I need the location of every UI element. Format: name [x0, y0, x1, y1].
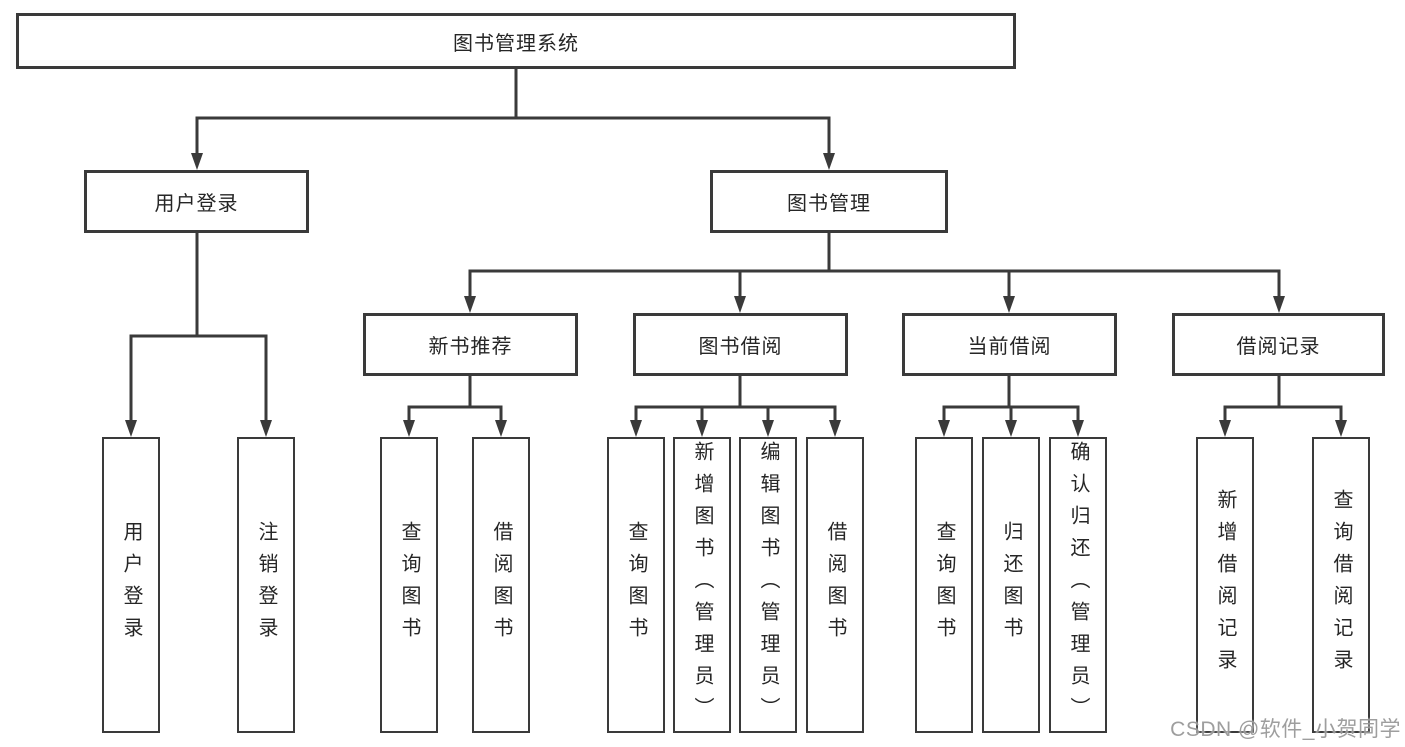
leaf-label: 查询借阅记录 — [1330, 489, 1352, 681]
leaf-query-books-recommend: 查询图书 — [380, 437, 438, 733]
node-borrow-records: 借阅记录 — [1172, 313, 1385, 376]
leaf-borrow-books: 借阅图书 — [806, 437, 864, 733]
leaf-add-borrow-record: 新增借阅记录 — [1196, 437, 1254, 733]
leaf-borrow-books-recommend: 借阅图书 — [472, 437, 530, 733]
node-root-system: 图书管理系统 — [16, 13, 1016, 69]
leaf-label: 查询图书 — [398, 521, 420, 649]
leaf-label: 借阅图书 — [824, 521, 846, 649]
csdn-watermark: CSDN @软件_小贺同学 — [1170, 718, 1401, 741]
leaf-label: 归还图书 — [1000, 521, 1022, 649]
node-user-login: 用户登录 — [84, 170, 309, 233]
leaf-query-borrow-record: 查询借阅记录 — [1312, 437, 1370, 733]
node-book-management: 图书管理 — [710, 170, 948, 233]
leaf-query-books-current: 查询图书 — [915, 437, 973, 733]
node-current-borrow: 当前借阅 — [902, 313, 1117, 376]
leaf-label: 新增图书（管理员） — [691, 441, 713, 729]
node-book-borrow: 图书借阅 — [633, 313, 848, 376]
leaf-logout: 注销登录 — [237, 437, 295, 733]
leaf-user-login: 用户登录 — [102, 437, 160, 733]
leaf-return-book: 归还图书 — [982, 437, 1040, 733]
leaf-query-books-borrow: 查询图书 — [607, 437, 665, 733]
leaf-label: 新增借阅记录 — [1214, 489, 1236, 681]
leaf-label: 注销登录 — [255, 521, 277, 649]
leaf-label: 用户登录 — [120, 521, 142, 649]
leaf-add-book-admin: 新增图书（管理员） — [673, 437, 731, 733]
leaf-label: 确认归还（管理员） — [1067, 441, 1089, 729]
leaf-edit-book-admin: 编辑图书（管理员） — [739, 437, 797, 733]
leaf-label: 借阅图书 — [490, 521, 512, 649]
node-new-book-recommend: 新书推荐 — [363, 313, 578, 376]
leaf-label: 查询图书 — [933, 521, 955, 649]
leaf-confirm-return-admin: 确认归还（管理员） — [1049, 437, 1107, 733]
leaf-label: 查询图书 — [625, 521, 647, 649]
leaf-label: 编辑图书（管理员） — [757, 441, 779, 729]
